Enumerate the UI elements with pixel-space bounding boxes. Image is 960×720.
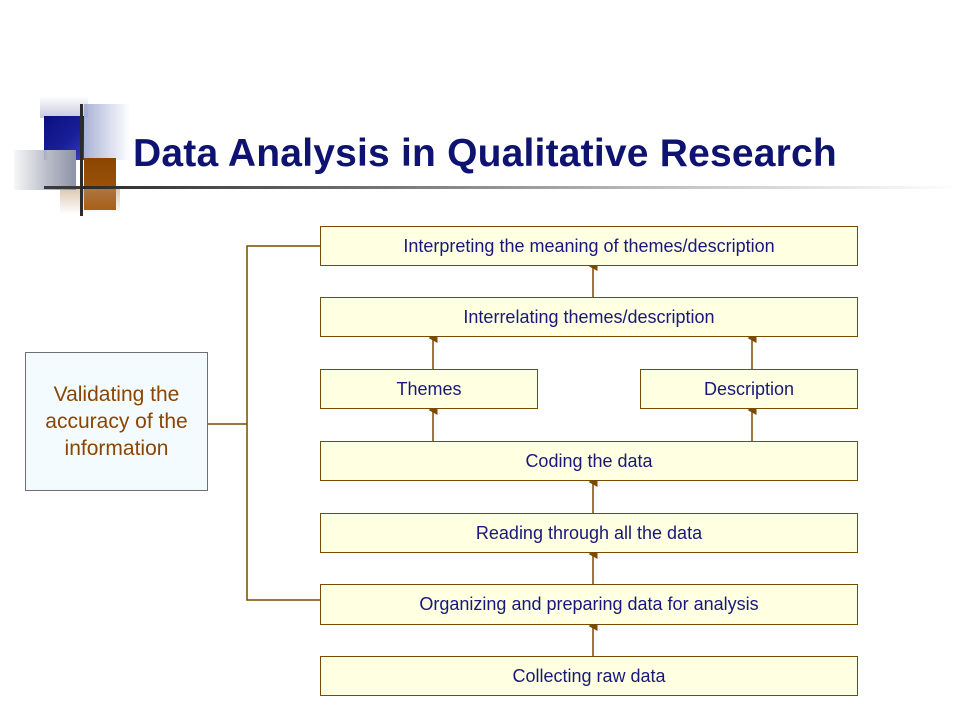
slide-title: Data Analysis in Qualitative Research (133, 132, 837, 175)
validation-bracket (246, 245, 320, 601)
step-themes: Themes (320, 369, 538, 409)
step-coding: Coding the data (320, 441, 858, 481)
slide-logo-decoration (0, 0, 140, 230)
step-description: Description (640, 369, 858, 409)
step-collecting: Collecting raw data (320, 656, 858, 696)
step-organizing: Organizing and preparing data for analys… (320, 584, 858, 625)
step-interpreting: Interpreting the meaning of themes/descr… (320, 226, 858, 266)
step-reading: Reading through all the data (320, 513, 858, 553)
validating-box: Validating the accuracy of the informati… (25, 352, 208, 491)
title-underline (80, 186, 960, 189)
step-interrelating: Interrelating themes/description (320, 297, 858, 337)
